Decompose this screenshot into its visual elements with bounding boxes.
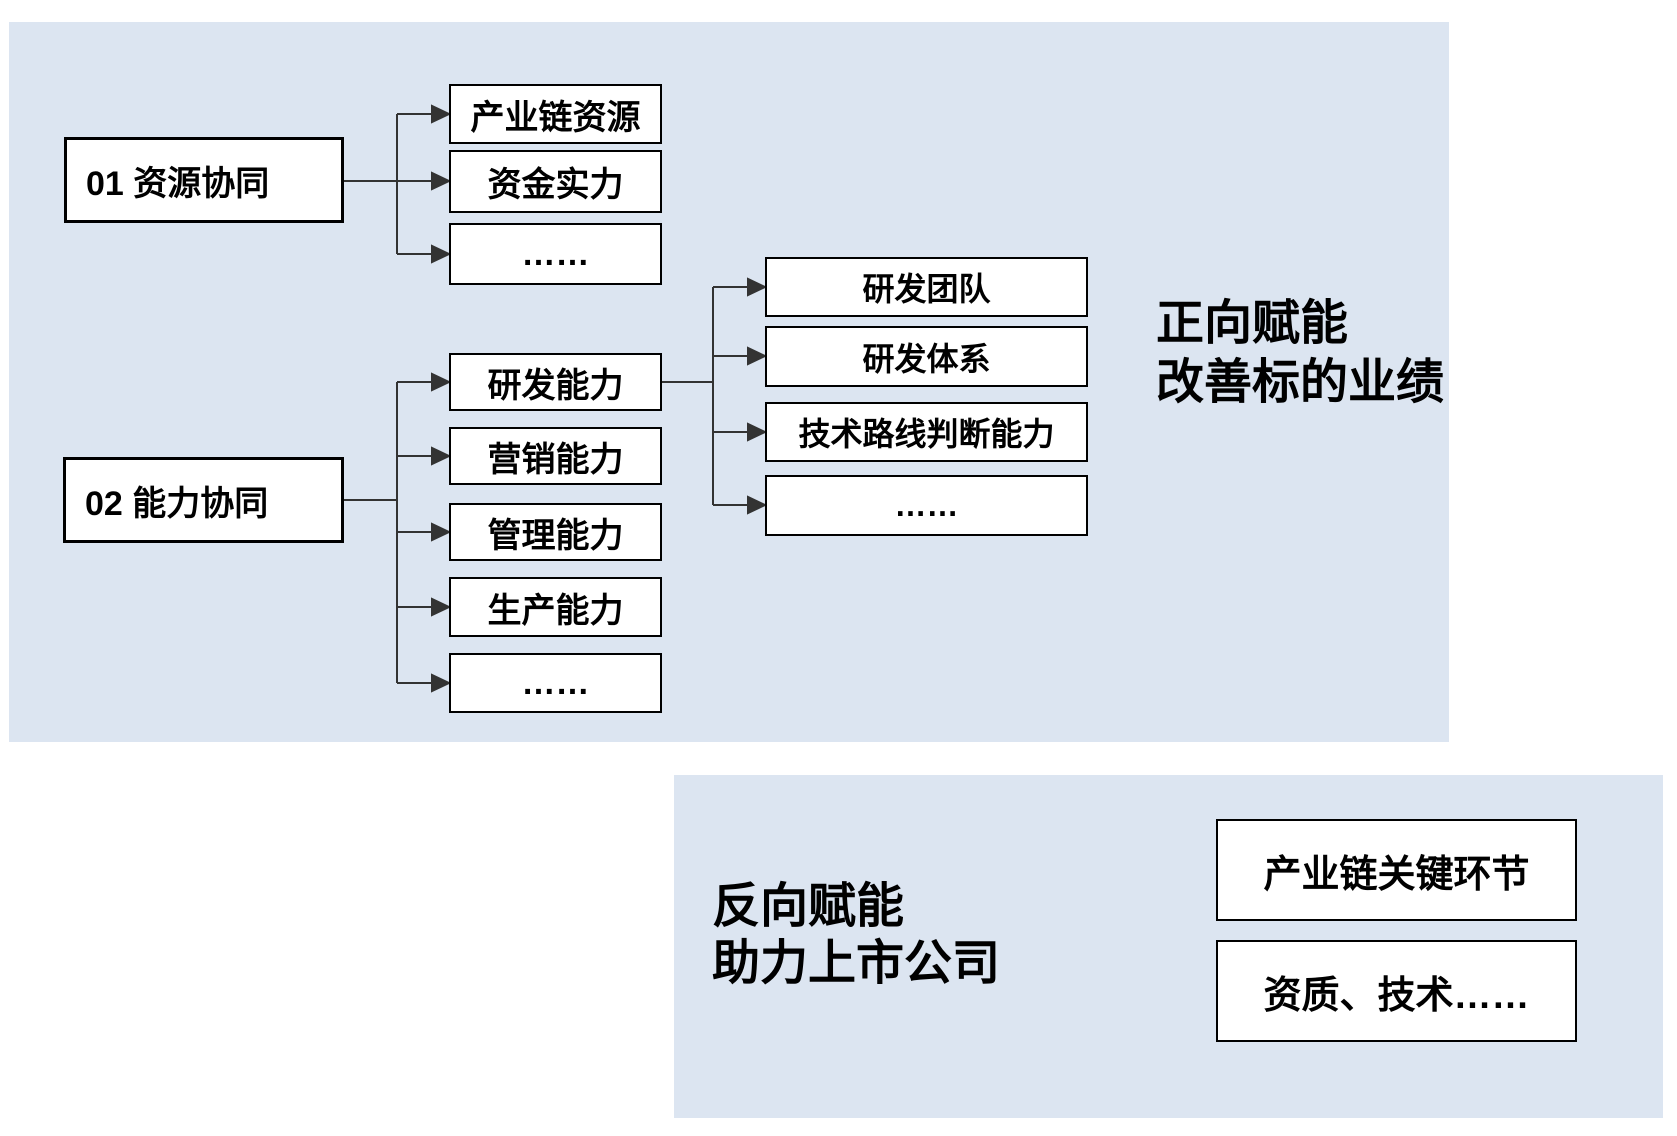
caption-reverse-line2: 助力上市公司 xyxy=(712,937,1001,990)
node-industry-chain-resources: 产业链资源 xyxy=(449,84,662,144)
node-industry-chain-key-links: 产业链关键环节 xyxy=(1216,819,1577,921)
caption-reverse-empowerment: 反向赋能 助力上市公司 xyxy=(712,878,1000,992)
caption-forward-line2: 改善标的业绩 xyxy=(1156,356,1445,409)
node-resource-synergy: 01 资源协同 xyxy=(64,137,344,223)
caption-forward-empowerment: 正向赋能 改善标的业绩 xyxy=(1156,294,1444,412)
node-rd-system: 研发体系 xyxy=(765,326,1088,387)
node-group1-ellipsis: …… xyxy=(449,223,662,285)
node-capital-strength: 资金实力 xyxy=(449,150,662,213)
node-sub-ellipsis: …… xyxy=(765,475,1088,536)
caption-reverse-line1: 反向赋能 xyxy=(712,880,905,933)
node-group2-ellipsis: …… xyxy=(449,653,662,713)
node-rd-capability: 研发能力 xyxy=(449,353,662,411)
node-qualifications-technology: 资质、技术…… xyxy=(1216,940,1577,1042)
node-marketing-capability: 营销能力 xyxy=(449,427,662,485)
node-tech-route-judgement: 技术路线判断能力 xyxy=(765,402,1088,462)
node-management-capability: 管理能力 xyxy=(449,503,662,561)
node-capability-synergy: 02 能力协同 xyxy=(63,457,344,543)
caption-forward-line1: 正向赋能 xyxy=(1156,297,1349,350)
node-production-capability: 生产能力 xyxy=(449,577,662,637)
node-rd-team: 研发团队 xyxy=(765,257,1088,317)
